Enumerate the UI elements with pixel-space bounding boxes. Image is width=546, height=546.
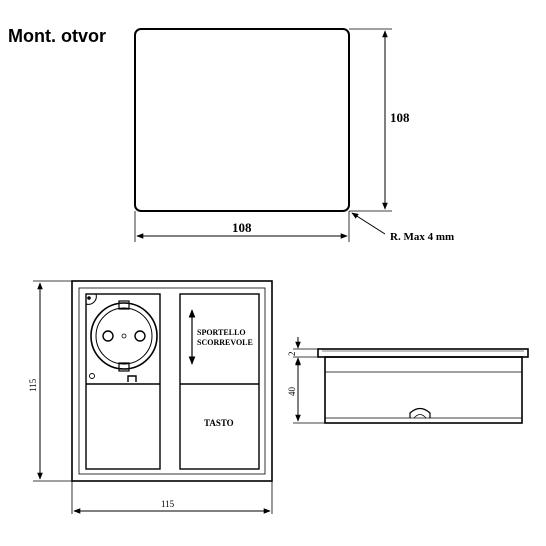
radius-label: R. Max 4 mm	[390, 231, 454, 243]
cutout-outline	[134, 28, 350, 212]
socket-outer-ring	[90, 302, 158, 370]
socket-corner-hole	[87, 296, 91, 300]
socket-corner-clip	[85, 293, 97, 305]
frame-inner	[78, 287, 266, 475]
socket-panel	[85, 293, 161, 470]
socket-pin-hole-left	[102, 330, 114, 342]
cutout-drawing: 108 108 R. Max 4 mm	[134, 28, 454, 243]
front-height-label: 115	[28, 378, 38, 392]
diagram-title: Mont. otvor	[8, 26, 106, 46]
side-top-dim-label: 2	[287, 352, 297, 357]
sliding-door-label-line2: SCORREVOLE	[197, 338, 253, 347]
side-clip-inner	[413, 414, 427, 419]
side-clip	[409, 407, 431, 418]
side-view: 2 40	[287, 337, 529, 424]
radius-leader-line	[351, 212, 386, 235]
socket-earth-clip-bottom	[118, 362, 130, 372]
side-flange	[317, 348, 529, 358]
socket-latch	[127, 375, 137, 382]
socket-inner-ring	[95, 307, 153, 365]
front-width-label: 115	[161, 499, 175, 509]
side-body	[324, 356, 523, 424]
front-view: SPORTELLO SCORREVOLE TASTO 115 115	[28, 280, 273, 514]
sliding-door-panel	[179, 293, 260, 470]
sliding-door-label-line1: SPORTELLO	[197, 328, 246, 337]
socket-earth-clip-top	[118, 300, 130, 310]
key-label: TASTO	[204, 418, 234, 428]
cutout-width-label: 108	[232, 220, 252, 235]
socket-lower-hole	[89, 373, 95, 379]
cutout-height-label: 108	[390, 110, 410, 125]
socket-pin-hole-right	[134, 330, 146, 342]
socket-center-screw	[121, 333, 127, 339]
frame-outer	[71, 280, 273, 482]
side-depth-label: 40	[287, 387, 297, 397]
